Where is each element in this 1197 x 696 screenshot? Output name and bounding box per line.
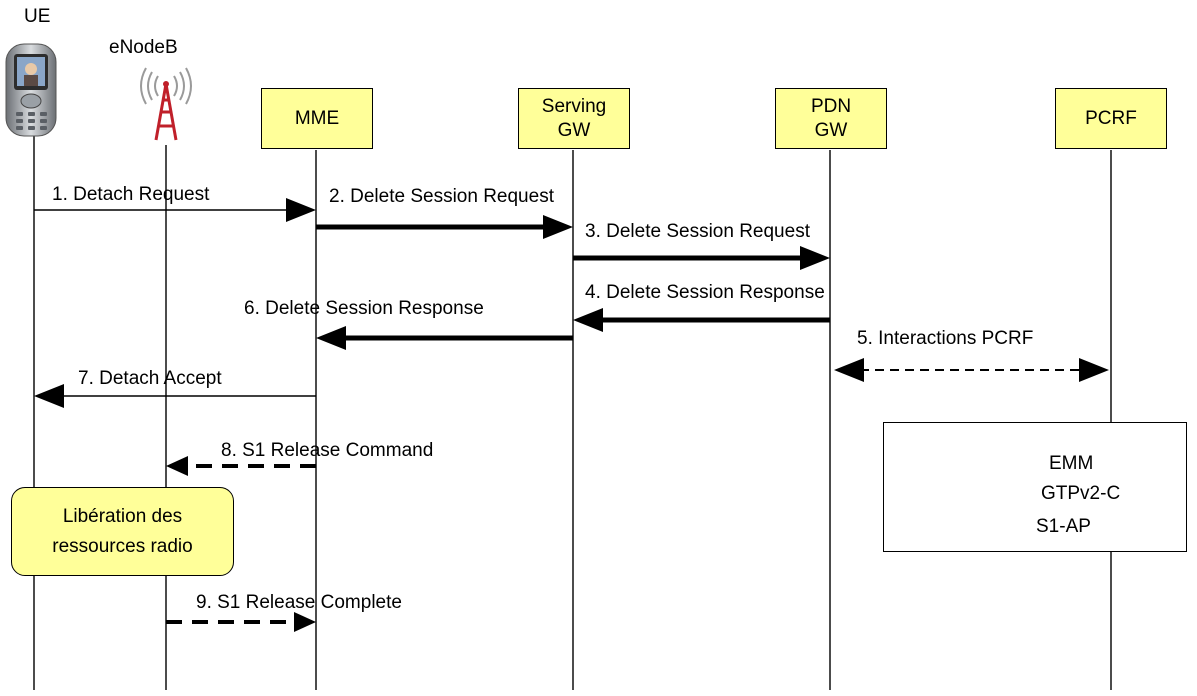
message-label-3: 3. Delete Session Request: [585, 221, 810, 242]
message-label-1: 1. Detach Request: [52, 184, 210, 205]
arrow-1-detach-request: [34, 198, 316, 222]
entity-label-mme: MME: [294, 107, 340, 129]
legend-label-s1ap: S1-AP: [1036, 516, 1091, 537]
entity-label-enodeb: eNodeB: [109, 37, 178, 58]
message-label-5: 5. Interactions PCRF: [857, 328, 1034, 349]
message-label-4: 4. Delete Session Response: [585, 282, 825, 303]
legend: [883, 422, 1187, 552]
arrow-4-delete-session-response: [573, 308, 830, 332]
phone-icon: [5, 43, 57, 137]
legend-label-gtpv2c: GTPv2-C: [1041, 483, 1121, 504]
entity-label-ue: UE: [24, 6, 51, 27]
messages: [34, 198, 1109, 632]
entity-box-mme: MME: [261, 88, 373, 149]
entity-box-sgw: Serving GW: [518, 88, 630, 149]
message-label-8: 8. S1 Release Command: [221, 440, 434, 461]
entity-box-pgw: PDN GW: [775, 88, 887, 149]
antenna-icon: [140, 67, 192, 141]
arrow-8-s1-release-command: [166, 456, 316, 476]
message-label-7: 7. Detach Accept: [78, 368, 222, 389]
arrow-5-interactions-pcrf: [834, 358, 1109, 382]
entity-label-pgw: PDN GW: [810, 95, 852, 141]
message-label-6: 6. Delete Session Response: [244, 298, 484, 319]
entity-label-pcrf: PCRF: [1085, 107, 1137, 129]
arrow-6-delete-session-response: [316, 326, 573, 350]
radio-release-note-text: Libération des ressources radio: [52, 505, 193, 557]
arrow-7-detach-accept: [34, 384, 316, 408]
entity-box-pcrf: PCRF: [1055, 88, 1167, 149]
arrow-2-delete-session-request: [316, 215, 573, 239]
lifelines: [33, 125, 1112, 690]
message-label-9: 9. S1 Release Complete: [196, 592, 402, 613]
arrow-9-s1-release-complete: [166, 612, 316, 632]
entity-label-sgw: Serving GW: [541, 95, 607, 141]
legend-label-emm: EMM: [1049, 453, 1094, 474]
message-label-2: 2. Delete Session Request: [329, 186, 554, 207]
radio-release-note: Libération des ressources radio: [11, 487, 234, 576]
arrow-3-delete-session-request: [573, 246, 830, 270]
